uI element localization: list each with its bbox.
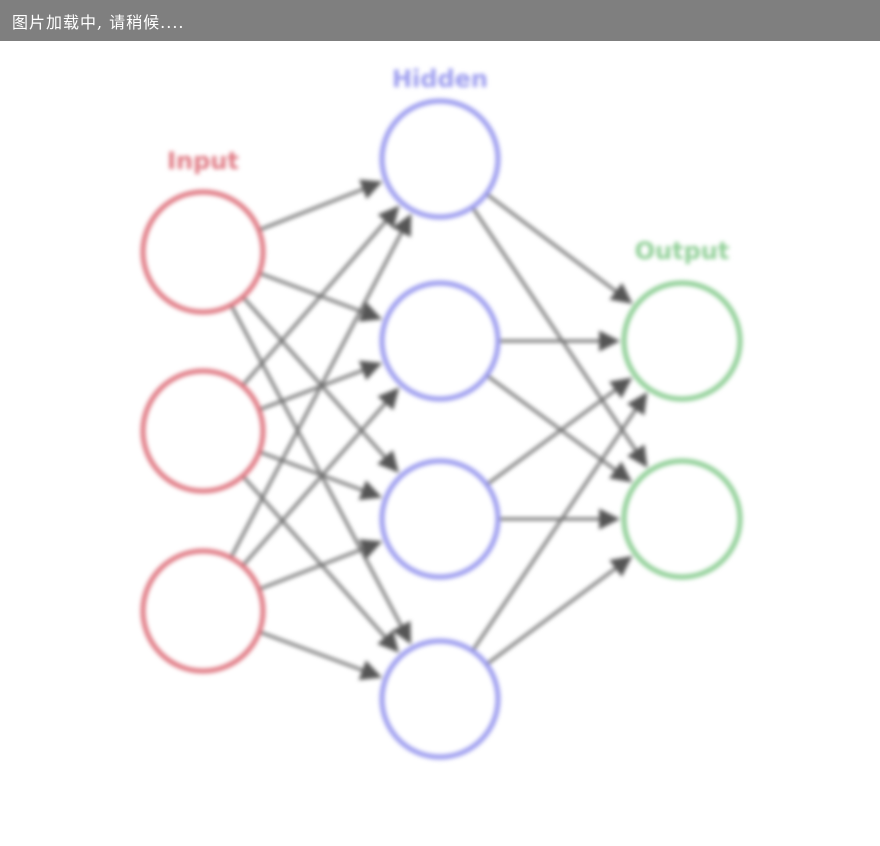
hidden-node (379, 98, 501, 220)
connection-edge (485, 555, 633, 666)
connection-edge (229, 213, 412, 559)
output-node (621, 280, 743, 402)
node-group (140, 98, 743, 760)
connection-edge (258, 450, 382, 500)
connection-edge (471, 206, 648, 468)
hidden-node (379, 638, 501, 760)
connection-edge (258, 630, 382, 680)
connection-edge (241, 387, 400, 567)
connection-edge (241, 205, 400, 387)
input-node (140, 189, 266, 315)
connection-edge (241, 295, 399, 473)
hidden-node (379, 280, 501, 402)
connection-edge (471, 392, 648, 652)
hidden-layer-label: Hidden (392, 65, 488, 93)
image-loading-banner: 图片加载中, 请稍候.... (0, 0, 880, 41)
input-layer-label: Input (167, 147, 239, 175)
input-node (140, 368, 266, 494)
connection-edge (258, 539, 383, 591)
connection-edge (485, 192, 633, 304)
loading-text: 图片加载中, 请稍候.... (12, 12, 185, 32)
output-node (621, 458, 743, 580)
connection-edge (485, 377, 633, 486)
input-node (140, 548, 266, 674)
connection-edge (258, 179, 383, 232)
connection-edge (241, 474, 399, 653)
hidden-node (379, 458, 501, 580)
edge-group (229, 179, 648, 680)
output-layer-label: Output (635, 237, 730, 265)
connection-edge (485, 374, 633, 483)
